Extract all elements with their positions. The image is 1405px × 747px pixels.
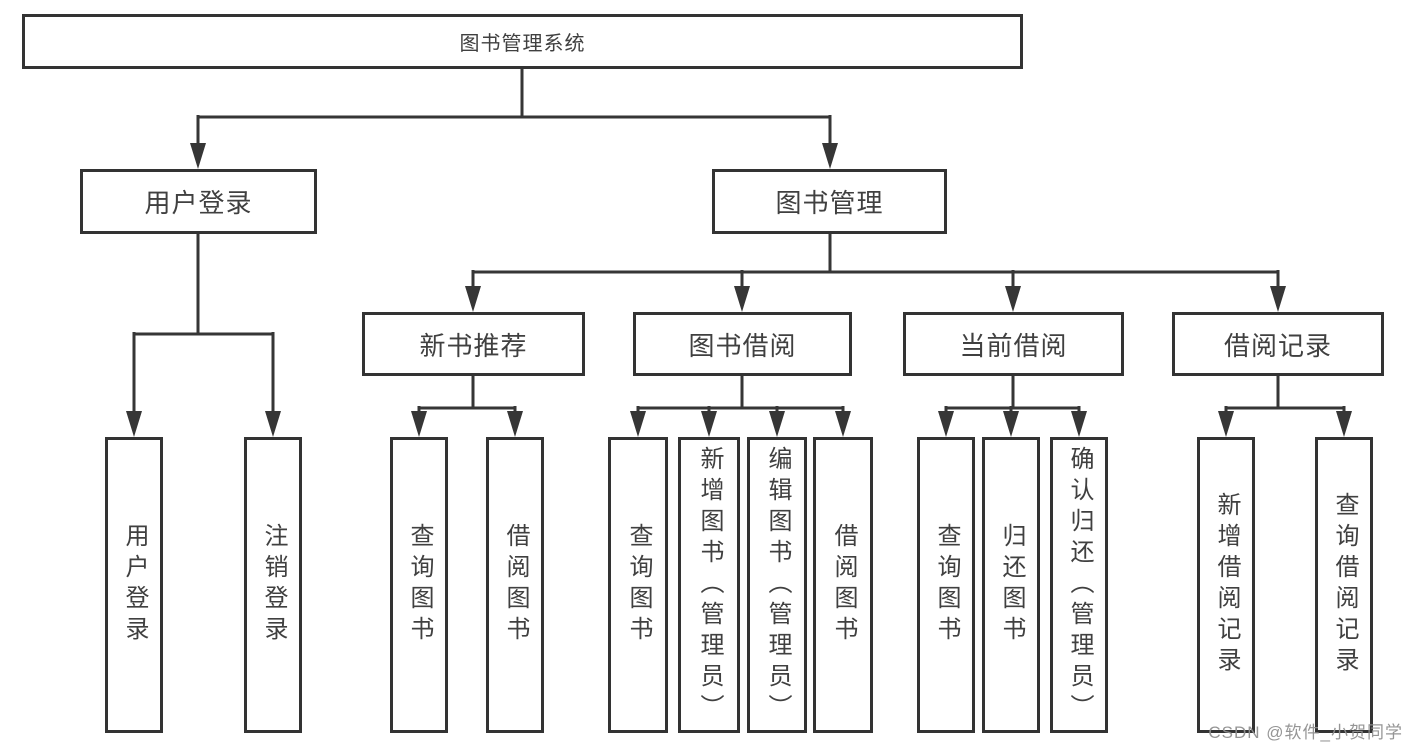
- leaf-query-books-3: 查询图书: [917, 437, 975, 733]
- node-label: 新增图书（管理员）: [696, 445, 723, 725]
- connector-new-book-recommend: [417, 376, 517, 414]
- leaf-add-borrow-record: 新增借阅记录: [1197, 437, 1255, 733]
- arrowheads-new-book-recommend: [411, 411, 523, 437]
- leaf-borrow-books-1: 借阅图书: [486, 437, 544, 733]
- connector-borrow-records: [1224, 376, 1346, 414]
- leaf-query-books-2: 查询图书: [608, 437, 668, 733]
- leaf-confirm-return-admin: 确认归还（管理员）: [1050, 437, 1108, 733]
- node-label: 借阅图书: [830, 523, 857, 647]
- node-book-management: 图书管理: [712, 169, 947, 234]
- node-label: 当前借阅: [959, 330, 1068, 361]
- node-label: 借阅图书: [502, 523, 529, 647]
- node-label: 新增借阅记录: [1213, 492, 1240, 678]
- arrowheads-book-borrow: [630, 411, 851, 437]
- node-label: 图书借阅: [688, 330, 797, 361]
- node-label: 确认归还（管理员）: [1066, 445, 1093, 725]
- leaf-query-books-1: 查询图书: [390, 437, 448, 733]
- connector-book-management: [471, 234, 1280, 289]
- arrowheads-user-login: [126, 411, 281, 437]
- leaf-user-login: 用户登录: [105, 437, 163, 733]
- leaf-return-books: 归还图书: [982, 437, 1040, 733]
- connector-current-borrow: [944, 376, 1081, 414]
- arrowheads-level1: [190, 143, 838, 169]
- leaf-query-borrow-record: 查询借阅记录: [1315, 437, 1373, 733]
- leaf-logout: 注销登录: [244, 437, 302, 733]
- node-label: 用户登录: [121, 523, 148, 647]
- node-root-library-system: 图书管理系统: [22, 14, 1023, 69]
- leaf-borrow-books-2: 借阅图书: [813, 437, 873, 733]
- node-label: 查询借阅记录: [1331, 492, 1358, 678]
- node-label: 新书推荐: [419, 330, 528, 361]
- connector-user-login: [132, 234, 275, 414]
- node-label: 查询图书: [933, 523, 960, 647]
- arrowheads-level2: [465, 286, 1286, 312]
- node-label: 用户登录: [144, 188, 253, 218]
- node-label: 借阅记录: [1223, 330, 1332, 361]
- node-label: 注销登录: [260, 523, 287, 647]
- node-label: 查询图书: [406, 523, 433, 647]
- connector-root-to-level1: [196, 69, 832, 146]
- node-current-borrow: 当前借阅: [903, 312, 1124, 376]
- arrowheads-borrow-records: [1218, 411, 1352, 437]
- node-new-book-recommend: 新书推荐: [362, 312, 585, 376]
- node-user-login: 用户登录: [80, 169, 317, 234]
- node-label: 图书管理系统: [459, 33, 586, 55]
- leaf-add-books-admin: 新增图书（管理员）: [678, 437, 740, 733]
- node-label: 归还图书: [998, 523, 1025, 647]
- node-label: 图书管理: [775, 188, 884, 218]
- arrowheads-current-borrow: [938, 411, 1087, 437]
- node-borrow-records: 借阅记录: [1172, 312, 1384, 376]
- node-label: 查询图书: [625, 523, 652, 647]
- connector-book-borrow: [636, 376, 845, 414]
- node-book-borrow: 图书借阅: [633, 312, 852, 376]
- leaf-edit-books-admin: 编辑图书（管理员）: [747, 437, 807, 733]
- csdn-watermark: CSDN @软件_小贺同学: [1208, 723, 1403, 742]
- node-label: 编辑图书（管理员）: [764, 445, 791, 725]
